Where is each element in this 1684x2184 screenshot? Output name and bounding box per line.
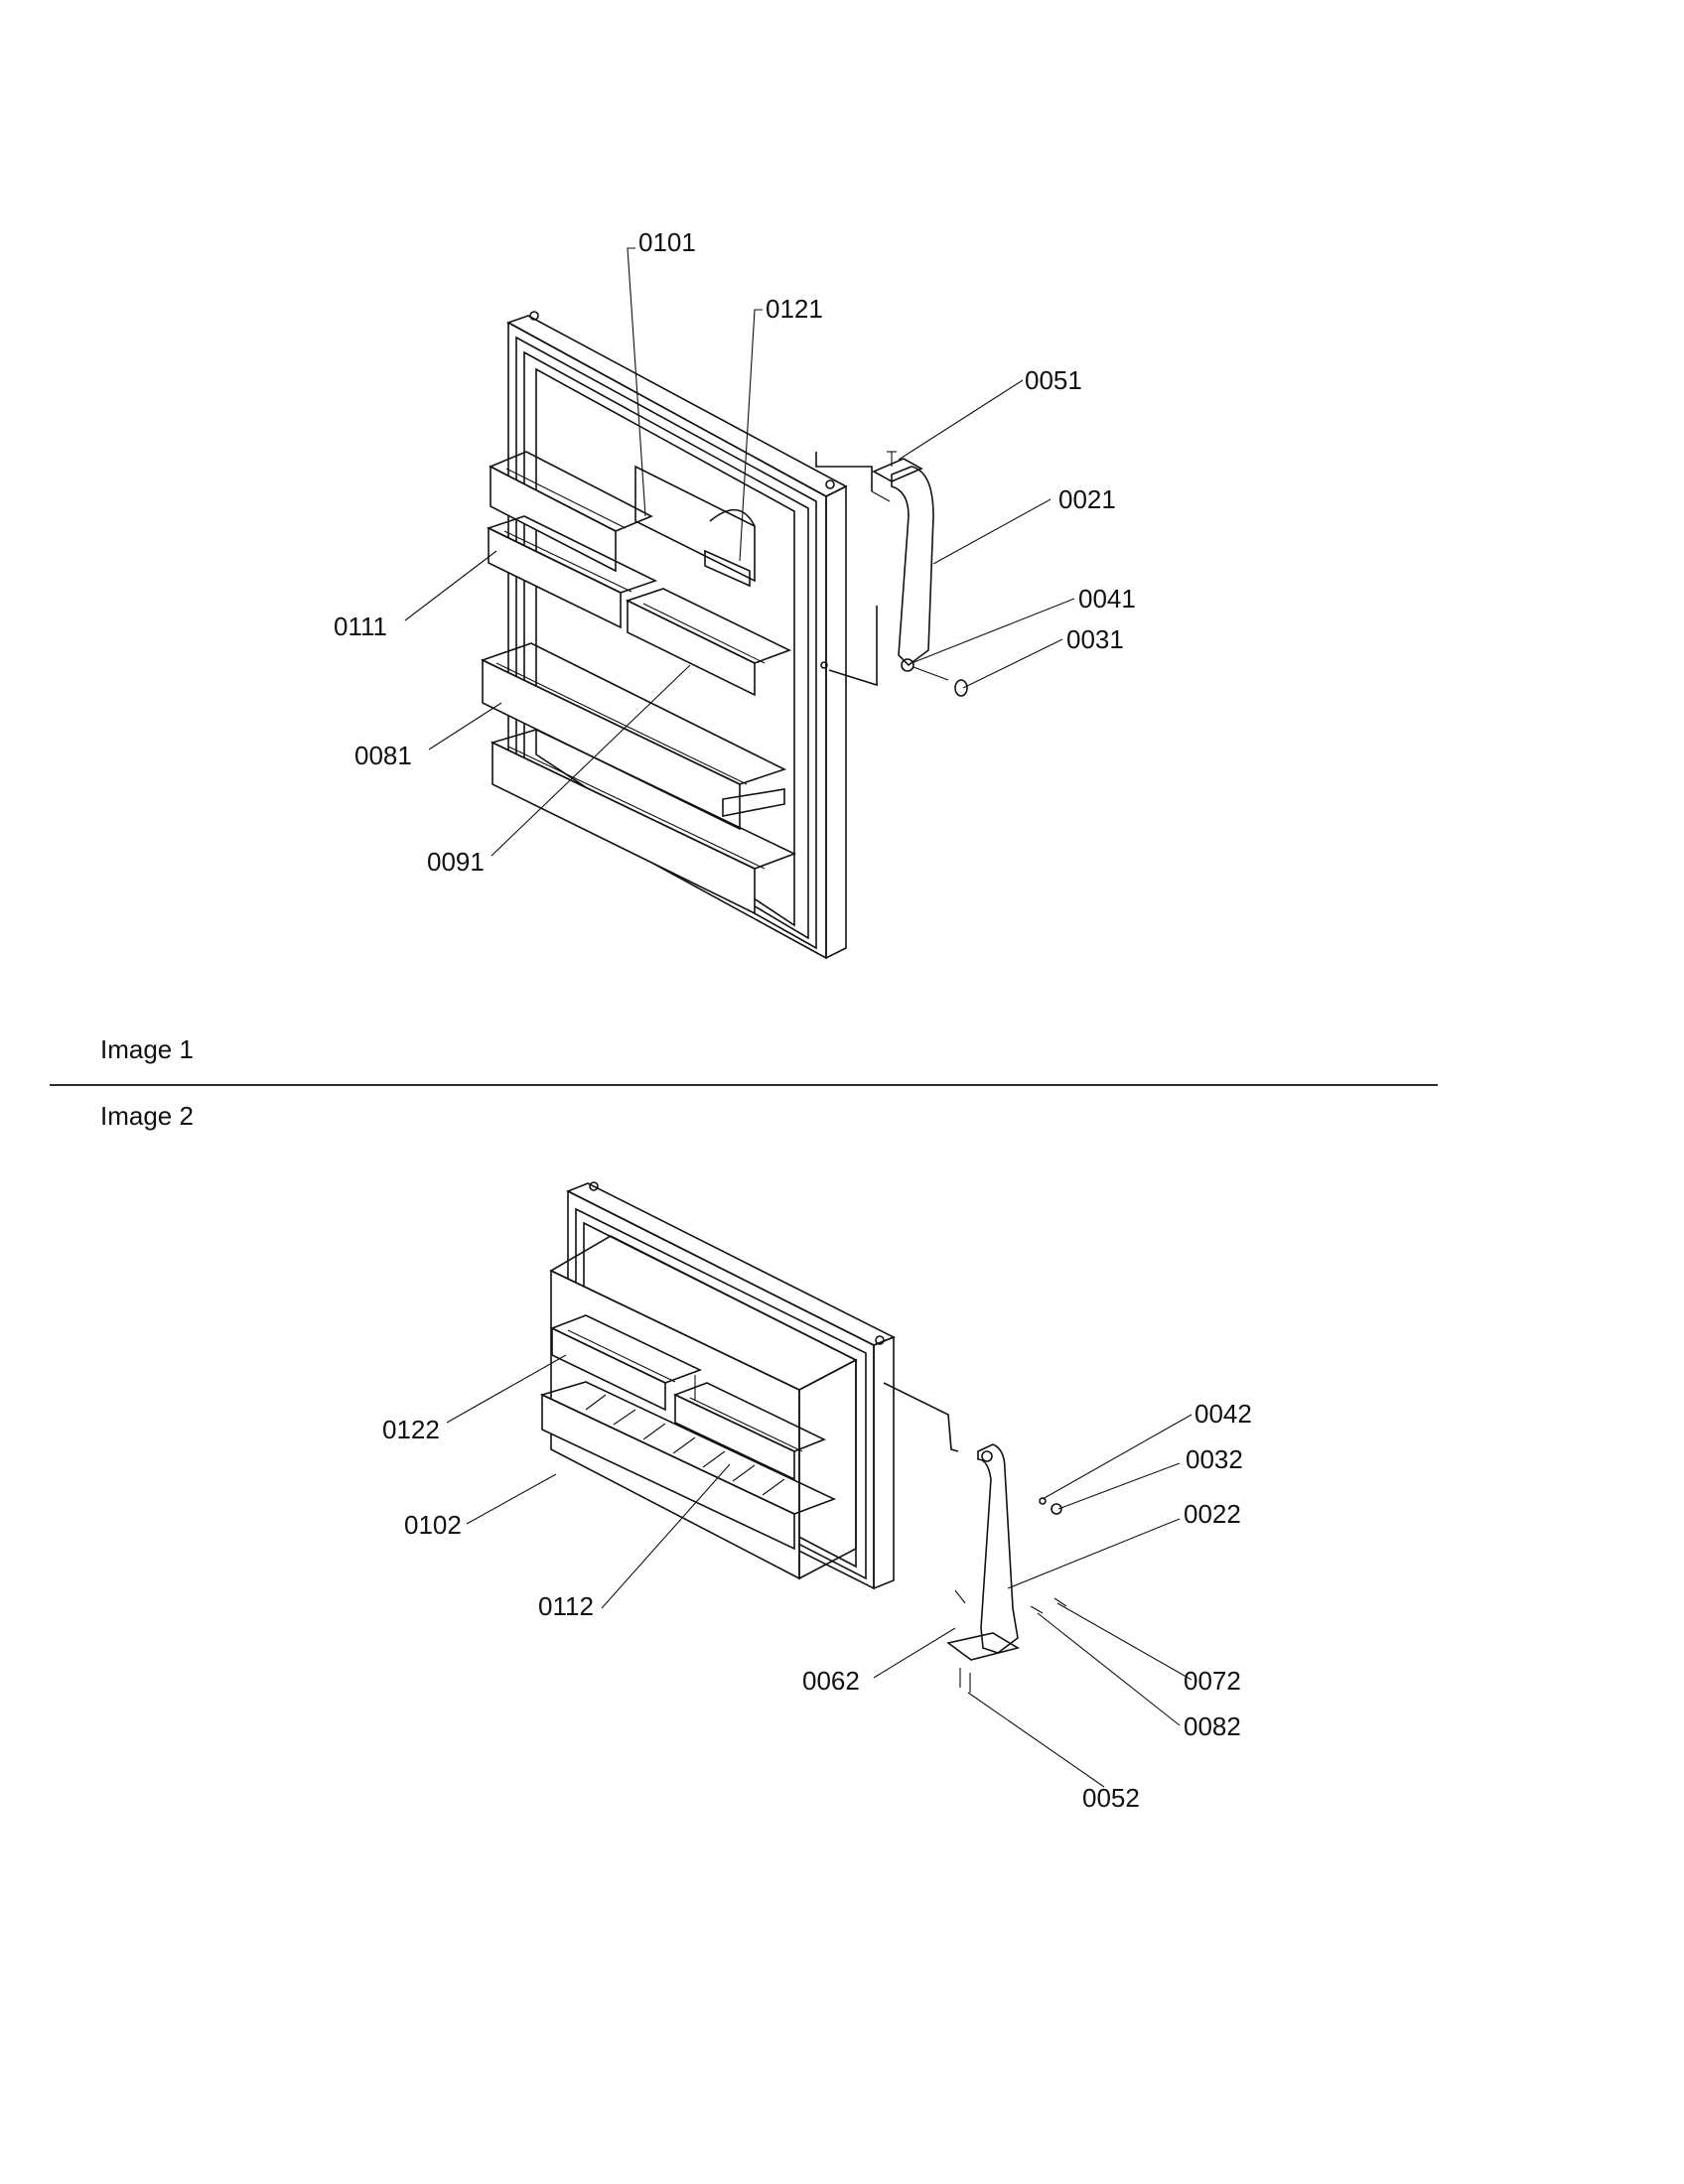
callout-0032: 0032: [1186, 1444, 1243, 1474]
callout-0031: 0031: [1066, 624, 1124, 654]
image2-leader-lines: [446, 1354, 1193, 1788]
callout-0072: 0072: [1184, 1666, 1241, 1696]
callout-0082: 0082: [1184, 1711, 1241, 1741]
callout-0062: 0062: [802, 1666, 860, 1696]
callout-0081: 0081: [354, 741, 412, 770]
callout-0091: 0091: [427, 847, 485, 877]
callout-0112: 0112: [538, 1591, 594, 1621]
image2-callouts: 0042 0032 0022 0122 0102 0112 0062 0072 …: [382, 1399, 1252, 1813]
image1-caption: Image 1: [100, 1034, 194, 1064]
image1-leader-lines: [404, 247, 1075, 857]
callout-0122: 0122: [382, 1415, 440, 1444]
callout-0021: 0021: [1058, 484, 1116, 514]
callout-0121: 0121: [766, 294, 823, 324]
image1-door-drawing: [480, 311, 968, 960]
callout-0041: 0041: [1078, 584, 1136, 614]
image2-door-drawing: [539, 1181, 1067, 1693]
callout-0102: 0102: [404, 1510, 462, 1540]
callout-0111: 0111: [334, 612, 387, 641]
image1-callouts: 0101 0121 0051 0021 0041 0031 0111 0081 …: [334, 227, 1136, 877]
callout-0022: 0022: [1184, 1499, 1241, 1529]
callout-0052: 0052: [1082, 1783, 1140, 1813]
callout-0042: 0042: [1194, 1399, 1252, 1429]
callout-0051: 0051: [1025, 365, 1082, 395]
image2-caption: Image 2: [100, 1101, 194, 1131]
callout-0101: 0101: [638, 227, 696, 257]
